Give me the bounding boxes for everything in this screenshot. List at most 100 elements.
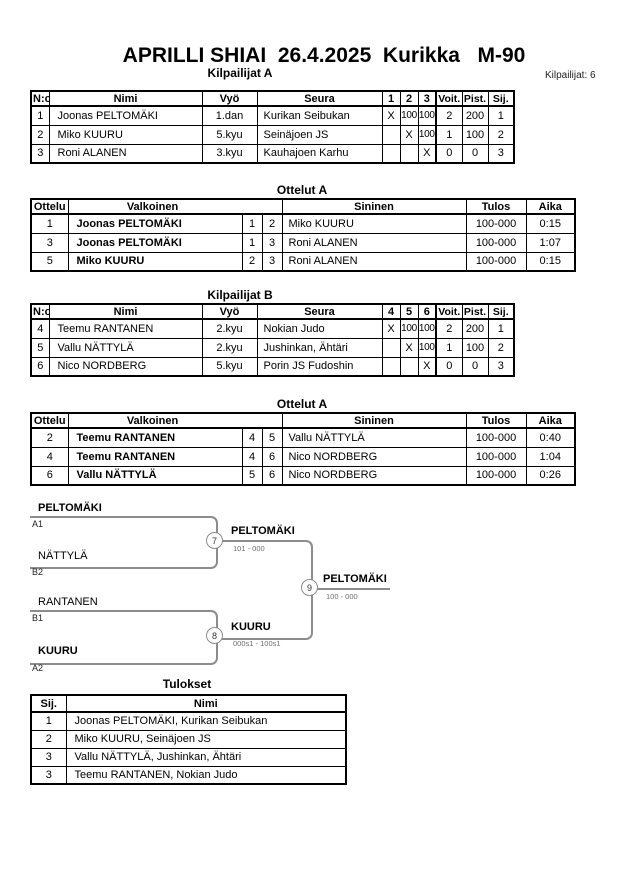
cell: Miko KUURU xyxy=(67,251,243,272)
column-header: Sij. xyxy=(487,303,515,320)
cell: X xyxy=(381,318,401,339)
table-row: 2 Miko KUURU 5.kyu Seinäjoen JS X 100 1 … xyxy=(30,124,515,145)
cell: 100 xyxy=(417,124,437,145)
cell: 0 xyxy=(461,143,489,164)
table-row: 3 Joonas PELTOMÄKI 1 3 Roni ALANEN 100-0… xyxy=(30,232,576,253)
table-row: 3 Teemu RANTANEN, Nokian Judo xyxy=(30,765,347,785)
table-row: 3 Vallu NÄTTYLÄ, Jushinkan, Ähtäri xyxy=(30,747,347,767)
column-header: Aika xyxy=(525,412,576,429)
matches-a-table: Ottelu Valkoinen Sininen Tulos Aika 1 Jo… xyxy=(30,198,576,272)
cell: 1:07 xyxy=(525,232,576,253)
cell: 5 xyxy=(241,465,263,486)
cell: 100-000 xyxy=(465,446,527,467)
cell: 1 xyxy=(30,105,50,126)
cell: 4 xyxy=(241,427,263,448)
column-header: Ottelu xyxy=(30,198,69,215)
bracket-entrant-name: KUURU xyxy=(38,645,78,657)
column-header: 3 xyxy=(417,90,437,107)
column-header: Sininen xyxy=(281,198,467,215)
cell: Joonas PELTOMÄKI xyxy=(67,232,243,253)
column-header: Voit. xyxy=(435,90,463,107)
cell: 5.kyu xyxy=(201,124,258,145)
cell: 0:15 xyxy=(525,251,576,272)
column-header: Tulos xyxy=(465,198,527,215)
cell: Vallu NÄTTYLÄ, Jushinkan, Ähtäri xyxy=(65,747,347,767)
cell: 3 xyxy=(30,765,67,785)
matches-b-heading: Ottelut A xyxy=(276,397,328,411)
cell xyxy=(399,356,419,377)
cell: 100-000 xyxy=(465,251,527,272)
column-header: Vyö xyxy=(201,303,258,320)
bracket-entrant-name: NÄTTYLÄ xyxy=(38,550,88,562)
column-header: Voit. xyxy=(435,303,463,320)
cell: Vallu NÄTTYLÄ xyxy=(48,337,203,358)
cell: 200 xyxy=(461,105,489,126)
cell: 200 xyxy=(461,318,489,339)
column-header: 2 xyxy=(399,90,419,107)
table-row: 1 Joonas PELTOMÄKI 1.dan Kurikan Seibuka… xyxy=(30,105,515,126)
cell: Kurikan Seibukan xyxy=(256,105,383,126)
cell: 4 xyxy=(30,318,50,339)
competitor-count: Kilpailijat: 6 xyxy=(545,70,596,81)
bracket-winner-name: PELTOMÄKI xyxy=(323,573,387,585)
bracket-final-line xyxy=(310,588,390,590)
cell xyxy=(381,356,401,377)
pool-a-heading: Kilpailijat A xyxy=(207,66,273,80)
cell: 6 xyxy=(30,465,69,486)
table-row: 5 Miko KUURU 2 3 Roni ALANEN 100-000 0:1… xyxy=(30,251,576,272)
cell: 5 xyxy=(30,337,50,358)
cell: Nokian Judo xyxy=(256,318,383,339)
column-header: Sij. xyxy=(30,694,67,713)
cell: 2 xyxy=(487,337,515,358)
column-header: Valkoinen xyxy=(67,198,283,215)
column-header: Sininen xyxy=(281,412,467,429)
column-header: Nimi xyxy=(65,694,347,713)
cell: Teemu RANTANEN xyxy=(48,318,203,339)
cell: Joonas PELTOMÄKI xyxy=(67,213,243,234)
cell: X xyxy=(417,356,437,377)
column-header: Pist. xyxy=(461,90,489,107)
cell: 3.kyu xyxy=(201,143,258,164)
column-header: 4 xyxy=(381,303,401,320)
match-number-circle: 9 xyxy=(301,579,318,596)
table-row: 1 Joonas PELTOMÄKI, Kurikan Seibukan xyxy=(30,711,347,731)
cell: 1 xyxy=(487,105,515,126)
cell: 2 xyxy=(261,213,283,234)
cell: 1 xyxy=(241,213,263,234)
cell: 5 xyxy=(261,427,283,448)
cell: 0:26 xyxy=(525,465,576,486)
cell: 2.kyu xyxy=(201,337,258,358)
cell: 100 xyxy=(399,105,419,126)
cell: X xyxy=(417,143,437,164)
column-header: Tulos xyxy=(465,412,527,429)
cell: 100-000 xyxy=(465,213,527,234)
cell: 1 xyxy=(435,124,463,145)
column-header: Pist. xyxy=(461,303,489,320)
cell: 2 xyxy=(30,729,67,749)
column-header: N:o xyxy=(30,303,50,320)
cell: Porin JS Fudoshin xyxy=(256,356,383,377)
pool-b-table: N:o Nimi Vyö Seura 4 5 6 Voit. Pist. Sij… xyxy=(30,303,515,377)
cell: Teemu RANTANEN, Nokian Judo xyxy=(65,765,347,785)
cell: Vallu NÄTTYLÄ xyxy=(281,427,467,448)
bracket-winner-name: KUURU xyxy=(231,621,271,633)
cell: 1 xyxy=(487,318,515,339)
column-header: Sij. xyxy=(487,90,515,107)
cell: 1 xyxy=(241,232,263,253)
cell: 6 xyxy=(30,356,50,377)
cell: 2 xyxy=(435,318,463,339)
bracket-score: 100 - 000 xyxy=(326,592,358,601)
cell: 100 xyxy=(399,318,419,339)
column-header: Aika xyxy=(525,198,576,215)
match-number-circle: 8 xyxy=(206,627,223,644)
column-header: Nimi xyxy=(48,303,203,320)
cell: 5 xyxy=(30,251,69,272)
cell: 0 xyxy=(461,356,489,377)
cell: 1.dan xyxy=(201,105,258,126)
cell: 2 xyxy=(30,427,69,448)
cell: 3 xyxy=(30,143,50,164)
match-number-circle: 7 xyxy=(206,532,223,549)
cell: Miko KUURU xyxy=(281,213,467,234)
cell: 100 xyxy=(417,105,437,126)
